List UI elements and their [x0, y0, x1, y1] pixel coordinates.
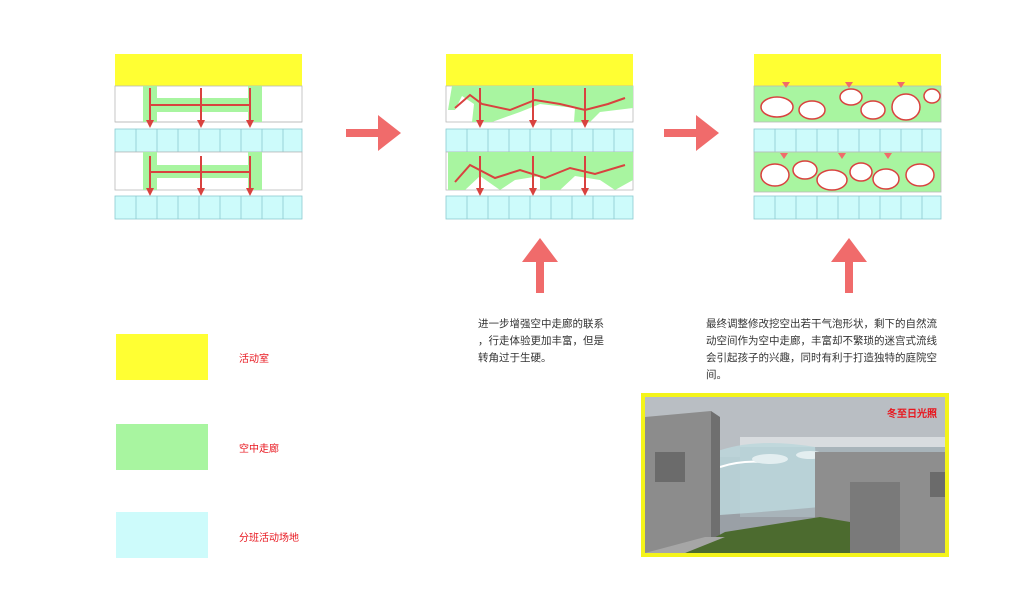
legend-label-activity-room: 活动室 [239, 354, 269, 365]
description-step-2: 进一步增强空中走廊的联系 ，行走体验更加丰富，但是 转角过于生硬。 [478, 318, 604, 364]
panel-1-initial [114, 54, 303, 220]
process-arrows [346, 115, 867, 293]
panel-2-enhanced [445, 54, 634, 220]
bubble-voids-upper [760, 88, 941, 121]
right-arrow-icon [346, 115, 401, 151]
panel-3-bubbles [753, 54, 942, 220]
legend-swatch-corridor [116, 424, 208, 470]
description-step-3: 最终调整修改挖空出若干气泡形状，剩下的自然流 动空间作为空中走廊，丰富却不繁琐的… [706, 318, 937, 381]
right-arrow-icon [664, 115, 719, 151]
class-area-row [114, 128, 303, 153]
photo-caption: 冬至日光照 [887, 409, 937, 420]
up-arrow-icon [522, 238, 558, 293]
up-arrow-icon [831, 238, 867, 293]
bubble-voids-lower [760, 160, 935, 191]
legend-label-corridor: 空中走廊 [239, 444, 279, 455]
legend-label-class-area: 分班活动场地 [239, 533, 299, 544]
activity-room-block [115, 54, 302, 86]
legend-swatch-class-area [116, 512, 208, 558]
winter-solstice-rendering: 冬至日光照 [641, 393, 949, 557]
courtyard-render-image [645, 397, 945, 553]
legend-swatch-activity-room [116, 334, 208, 380]
